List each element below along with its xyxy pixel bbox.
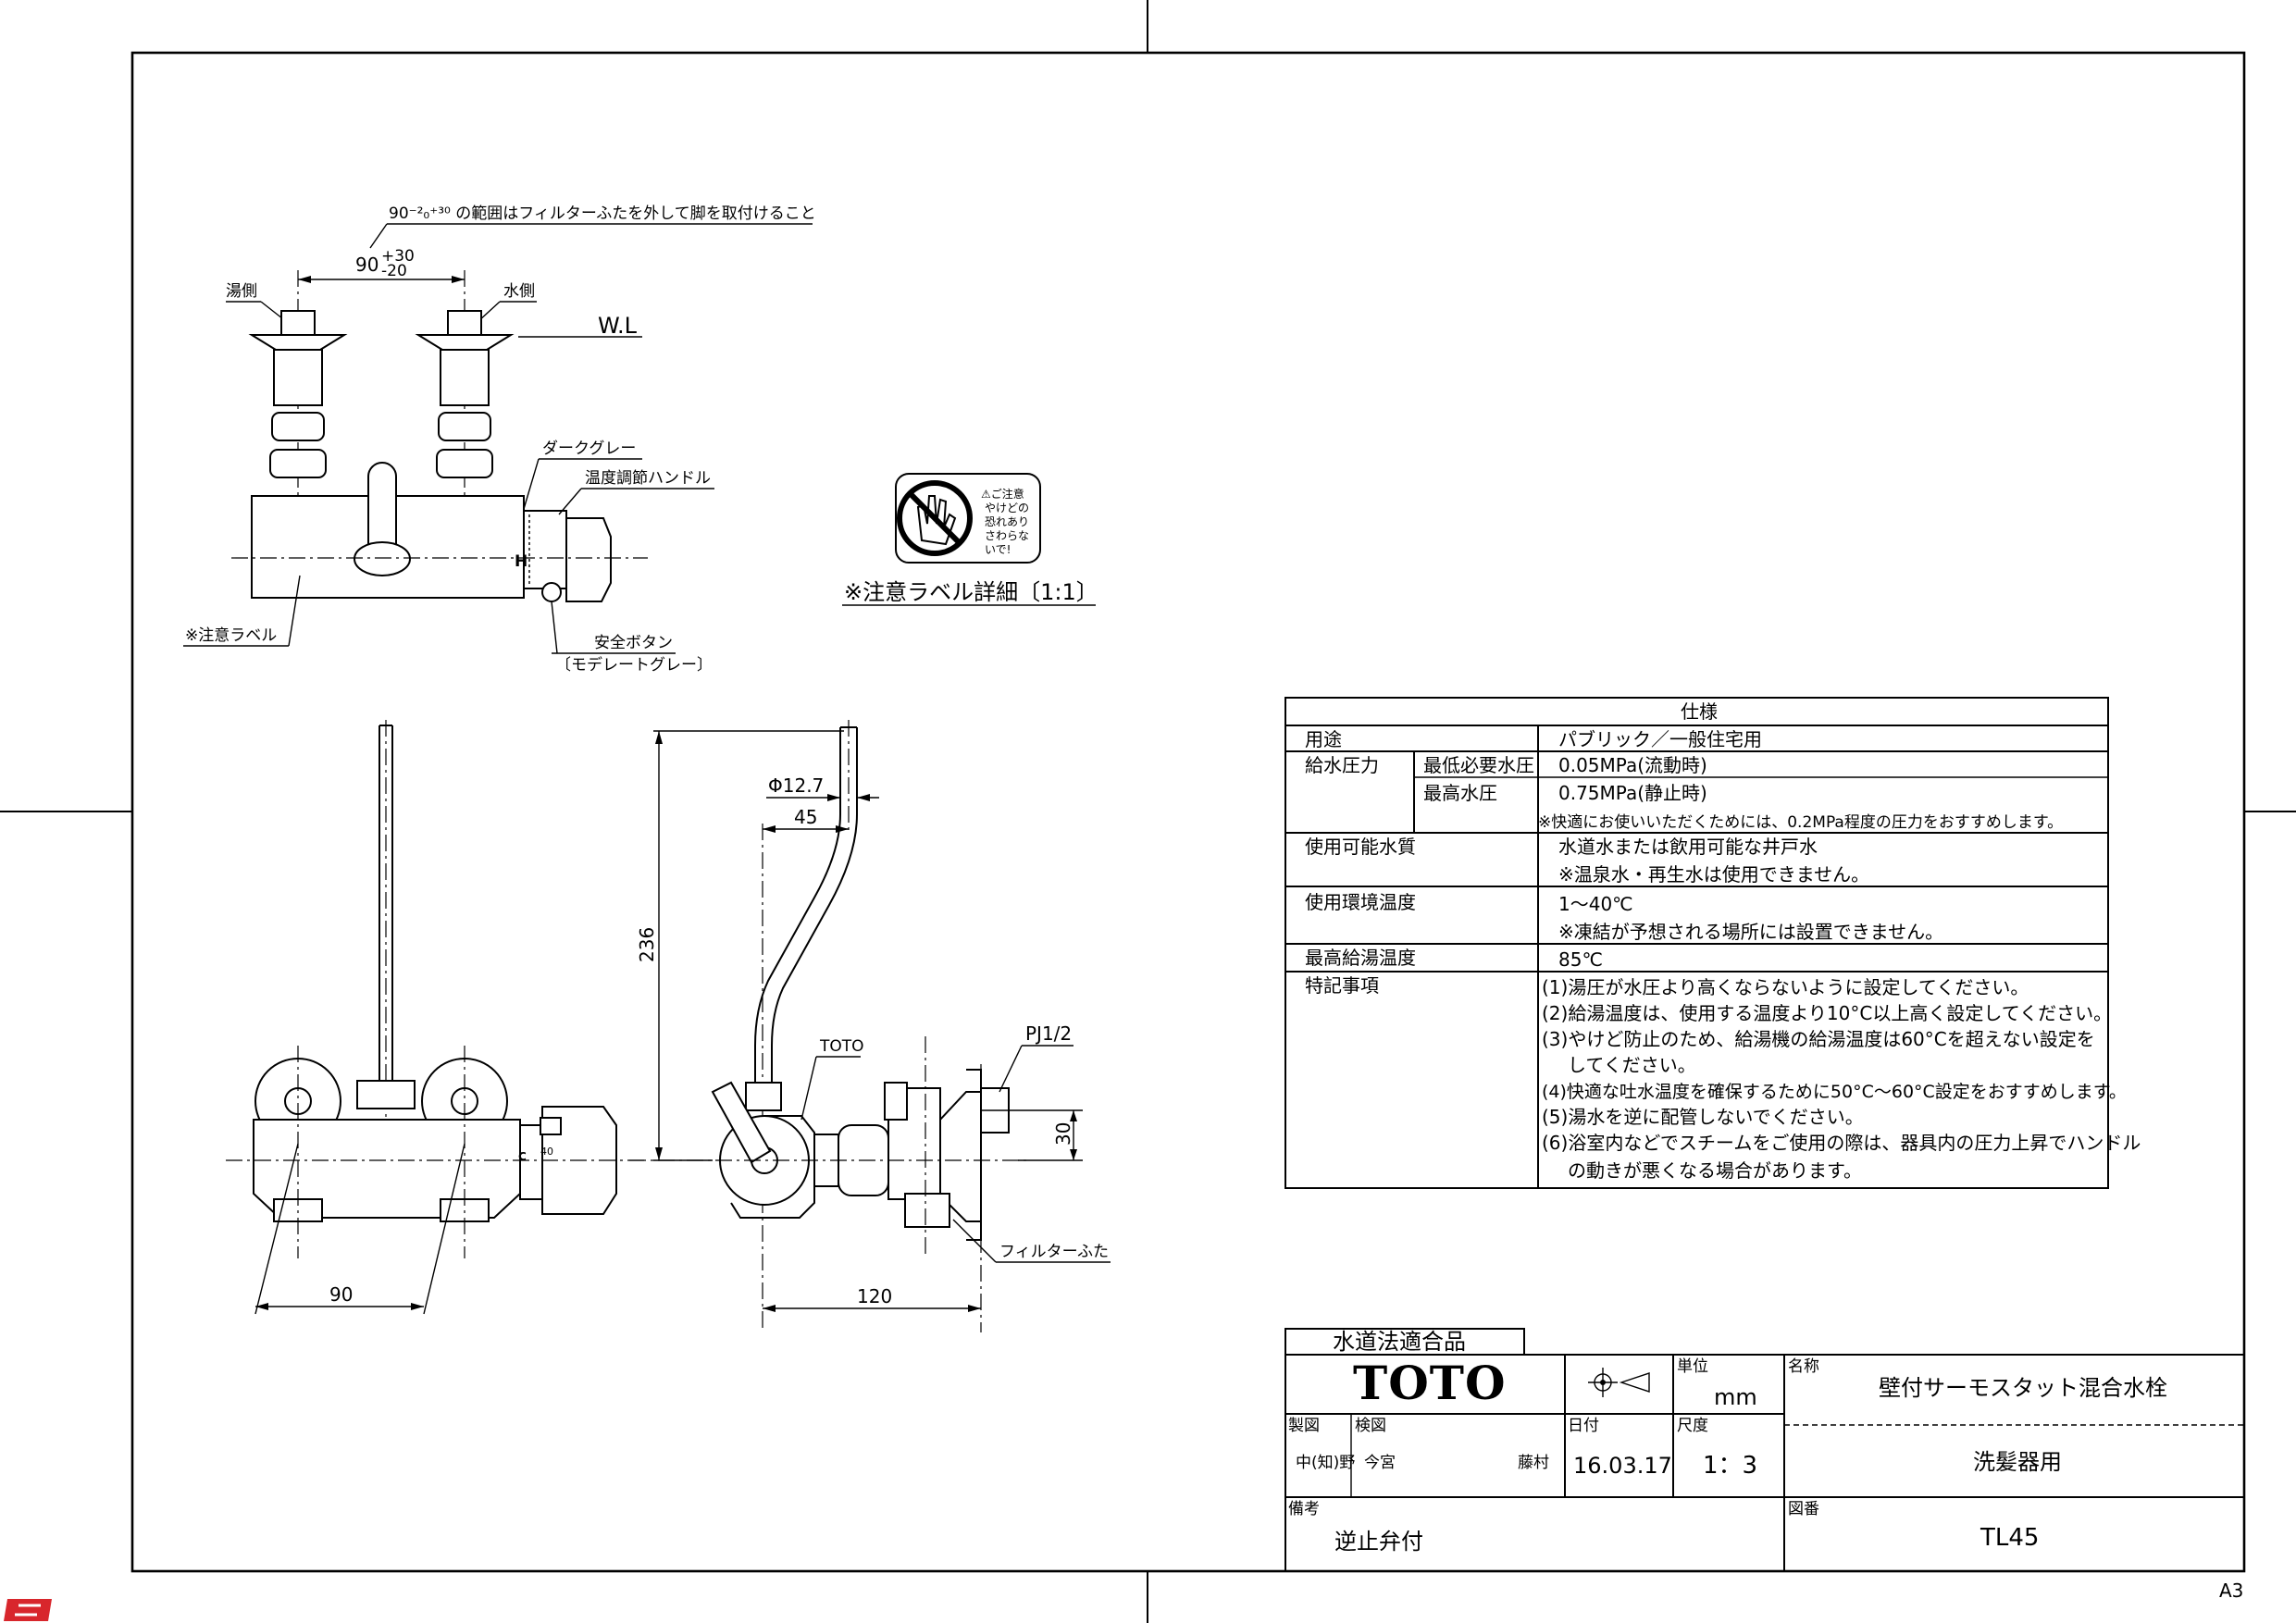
dark-gray-label: ダークグレー bbox=[542, 440, 636, 458]
drawing-no-label: 図番 bbox=[1788, 1500, 1819, 1518]
svg-text:してください。: してください。 bbox=[1568, 1054, 1696, 1076]
dim-45: 45 bbox=[794, 806, 817, 828]
svg-text:パブリック／一般住宅用: パブリック／一般住宅用 bbox=[1558, 728, 1762, 750]
svg-text:使用環境温度: 使用環境温度 bbox=[1305, 891, 1416, 913]
svg-text:(5)湯水を逆に配管しないでください。: (5)湯水を逆に配管しないでください。 bbox=[1542, 1106, 1864, 1128]
svg-text:※快適にお使いいただくためには、0.2MPa程度の圧力をおす: ※快適にお使いいただくためには、0.2MPa程度の圧力をおすすめします。 bbox=[1538, 812, 2063, 832]
unit-value: mm bbox=[1714, 1384, 1757, 1410]
dim-c: C bbox=[518, 1150, 527, 1163]
front-dim-90: 90 bbox=[329, 1283, 353, 1306]
svg-text:85℃: 85℃ bbox=[1558, 948, 1603, 971]
spec-title: 仕様 bbox=[1681, 700, 1718, 723]
drawing-no-value: TL45 bbox=[1980, 1524, 2039, 1552]
spec-table: 仕様 用途 パブリック／一般住宅用 給水圧力 最低必要水圧 0.05MPa(流動… bbox=[1285, 697, 2141, 1189]
date-label: 日付 bbox=[1568, 1417, 1599, 1435]
sheet-size-label: A3 bbox=[2219, 1580, 2243, 1602]
svg-text:やけどの: やけどの bbox=[985, 502, 1029, 514]
date-value: 16.03.17 bbox=[1573, 1453, 1672, 1479]
svg-text:さわらな: さわらな bbox=[985, 529, 1029, 542]
safety-button-label: 安全ボタン bbox=[594, 634, 673, 652]
drawn-name: 中(知)野 bbox=[1296, 1454, 1355, 1472]
svg-text:の動きが悪くなる場合があります。: の動きが悪くなる場合があります。 bbox=[1568, 1159, 1862, 1182]
caution-label-detail: ⚠ご注意 やけどの 恐れあり さわらな いで! ※注意ラベル詳細〔1:1〕 bbox=[842, 473, 1098, 606]
svg-text:最高水圧: 最高水圧 bbox=[1423, 782, 1497, 804]
unit-label: 単位 bbox=[1677, 1357, 1708, 1376]
toto-mark: TOTO bbox=[819, 1037, 864, 1056]
remarks-value: 逆止弁付 bbox=[1334, 1529, 1423, 1555]
front-view: 40 C 90 bbox=[226, 720, 648, 1315]
svg-text:水道水または飲用可能な井戸水: 水道水または飲用可能な井戸水 bbox=[1558, 836, 1818, 858]
side-view: 236 Φ12.7 45 TOTO bbox=[629, 720, 1111, 1332]
svg-text:給水圧力: 給水圧力 bbox=[1305, 754, 1379, 776]
dim-tol-minus: -20 bbox=[381, 262, 407, 280]
drawn-label: 製図 bbox=[1288, 1417, 1320, 1435]
checked-name: 今宮 bbox=[1364, 1454, 1396, 1472]
svg-text:(4)快適な吐水温度を確保するために50°C～60°C設定を: (4)快適な吐水温度を確保するために50°C～60°C設定をおすすめします。 bbox=[1542, 1082, 2127, 1102]
approved-name: 藤村 bbox=[1518, 1454, 1549, 1472]
moderate-gray-label: 〔モデレートグレー〕 bbox=[555, 655, 713, 675]
svg-text:いで!: いで! bbox=[985, 543, 1011, 556]
range-note: 90⁻²₀⁺³⁰ の範囲はフィルターふたを外して脚を取付けること bbox=[389, 204, 816, 223]
dim-phi: Φ12.7 bbox=[768, 774, 824, 797]
svg-text:使用可能水質: 使用可能水質 bbox=[1305, 836, 1416, 858]
checked-label: 検図 bbox=[1355, 1417, 1386, 1435]
dim-236: 236 bbox=[636, 927, 658, 962]
svg-text:※凍結が予想される場所には設置できません。: ※凍結が予想される場所には設置できません。 bbox=[1558, 921, 1943, 943]
compliance-label: 水道法適合品 bbox=[1333, 1329, 1466, 1355]
no-touch-icon bbox=[897, 480, 973, 556]
name-value: 壁付サーモスタット混合水栓 bbox=[1879, 1375, 2167, 1401]
svg-text:⚠ご注意: ⚠ご注意 bbox=[981, 487, 1024, 501]
title-block: 水道法適合品 TOTO 単位 mm 名称 壁付サーモスタット混合水栓 洗髪器用 … bbox=[1285, 1328, 2245, 1572]
svg-text:※温泉水・再生水は使用できません。: ※温泉水・再生水は使用できません。 bbox=[1558, 863, 1869, 886]
sub-name-value: 洗髪器用 bbox=[1973, 1449, 2062, 1475]
remarks-label: 備考 bbox=[1288, 1500, 1320, 1518]
scale-value: 1：3 bbox=[1703, 1452, 1757, 1480]
svg-text:恐れあり: 恐れあり bbox=[985, 515, 1029, 528]
cold-side-label: 水側 bbox=[503, 282, 535, 301]
h-mark: H bbox=[515, 552, 527, 571]
pj-label: PJ1/2 bbox=[1025, 1022, 1072, 1045]
svg-text:(6)浴室内などでスチームをご使用の際は、器具内の圧力上昇で: (6)浴室内などでスチームをご使用の際は、器具内の圧力上昇でハンドル bbox=[1542, 1132, 2141, 1154]
svg-text:0.75MPa(静止時): 0.75MPa(静止時) bbox=[1558, 782, 1707, 804]
caution-label-caption: ※注意ラベル詳細〔1:1〕 bbox=[844, 579, 1098, 605]
top-view: 90⁻²₀⁺³⁰ の範囲はフィルターふたを外して脚を取付けること 90 +30 … bbox=[183, 204, 816, 675]
scale-label: 尺度 bbox=[1677, 1417, 1708, 1435]
svg-text:(2)給湯温度は、使用する温度より10°C以上高く設定してく: (2)給湯温度は、使用する温度より10°C以上高く設定してください。 bbox=[1542, 1002, 2112, 1024]
temp-handle-label: 温度調節ハンドル bbox=[585, 469, 711, 488]
svg-text:最高給湯温度: 最高給湯温度 bbox=[1305, 947, 1416, 969]
toto-logo: TOTO bbox=[1353, 1356, 1507, 1410]
svg-text:特記事項: 特記事項 bbox=[1305, 974, 1379, 997]
corner-logo-icon bbox=[4, 1599, 52, 1621]
svg-text:(1)湯圧が水圧より高くならないように設定してください。: (1)湯圧が水圧より高くならないように設定してください。 bbox=[1542, 976, 2029, 998]
svg-text:1～40℃: 1～40℃ bbox=[1558, 893, 1633, 915]
dim-40: 40 bbox=[540, 1146, 553, 1158]
svg-text:(3)やけど防止のため、給湯機の給湯温度は60°Cを超えない: (3)やけど防止のため、給湯機の給湯温度は60°Cを超えない設定を bbox=[1542, 1028, 2095, 1050]
water-level-label: W.L bbox=[598, 313, 638, 339]
name-label: 名称 bbox=[1788, 1357, 1819, 1376]
svg-text:0.05MPa(流動時): 0.05MPa(流動時) bbox=[1558, 754, 1707, 776]
dim-30: 30 bbox=[1052, 1122, 1074, 1146]
hot-side-label: 湯側 bbox=[226, 282, 257, 301]
dim-tol-plus: +30 bbox=[381, 247, 415, 266]
dim-120: 120 bbox=[857, 1285, 892, 1307]
svg-text:最低必要水圧: 最低必要水圧 bbox=[1423, 754, 1534, 776]
filter-cap-label: フィルターふた bbox=[999, 1243, 1109, 1261]
svg-text:用途: 用途 bbox=[1305, 728, 1342, 750]
dim-center-90: 90 bbox=[355, 254, 379, 276]
caution-label-callout: ※注意ラベル bbox=[185, 626, 277, 645]
caution-text: ⚠ご注意 やけどの 恐れあり さわらな いで! bbox=[981, 487, 1029, 556]
projection-symbol-icon bbox=[1588, 1368, 1650, 1397]
